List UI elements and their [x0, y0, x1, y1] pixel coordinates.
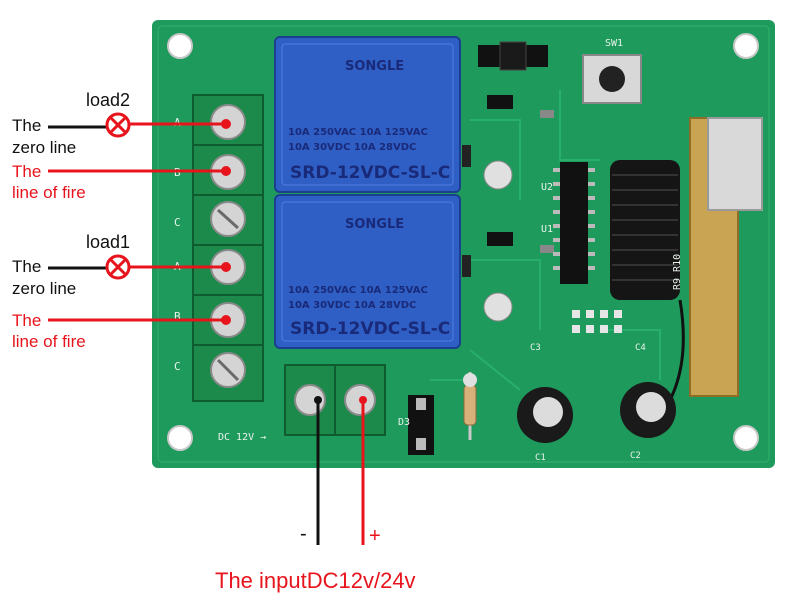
- svg-text:10A 30VDC 10A 28VDC: 10A 30VDC 10A 28VDC: [288, 142, 416, 153]
- load1-fire-line-label: line of fire: [12, 332, 86, 351]
- svg-text:10A 250VAC 10A 125VAC: 10A 250VAC 10A 125VAC: [288, 285, 428, 296]
- terminal-dividers: [193, 144, 263, 346]
- dc-minus-label: -: [300, 523, 307, 545]
- load1-zero-line-label: zero line: [12, 279, 76, 298]
- terminal-block-dc-input: [284, 364, 386, 436]
- relay-bottom: SONGLE 10A 250VAC 10A 125VAC 10A 30VDC 1…: [274, 194, 461, 349]
- load2-label: load2: [86, 90, 130, 110]
- mounting-hole: [167, 425, 193, 451]
- svg-text:SRD-12VDC-SL-C: SRD-12VDC-SL-C: [290, 319, 450, 339]
- svg-text:R9 R10: R9 R10: [672, 254, 683, 290]
- dc-plus-label: +: [369, 525, 381, 547]
- load2-fire-line-label: The: [12, 162, 41, 181]
- small-components: [462, 95, 554, 322]
- antenna-coil: [610, 160, 685, 401]
- terminal-letter: B: [174, 310, 181, 323]
- dc-minus-endpoint: [314, 396, 322, 404]
- terminal-letter: C: [174, 216, 181, 229]
- dc-plus-endpoint: [359, 396, 367, 404]
- svg-text:D3: D3: [398, 417, 410, 428]
- mounting-hole: [167, 33, 193, 59]
- jumper-header: [478, 41, 548, 71]
- load2-endpoint: [221, 119, 231, 129]
- electrolytic-capacitor-c2: C2: [620, 382, 676, 461]
- dc-voltage-label: DC 12V →: [218, 432, 266, 443]
- load1-zero-line-label: The: [12, 257, 41, 276]
- terminal-letter: C: [174, 360, 181, 373]
- mounting-hole: [733, 33, 759, 59]
- svg-text:SONGLE: SONGLE: [345, 59, 404, 74]
- pcb-border: [157, 25, 770, 463]
- load1-label: load1: [86, 232, 130, 252]
- svg-text:SRD-12VDC-SL-C: SRD-12VDC-SL-C: [290, 163, 450, 183]
- load2-fire-line-label: line of fire: [12, 183, 86, 202]
- svg-text:10A 250VAC 10A 125VAC: 10A 250VAC 10A 125VAC: [288, 127, 428, 138]
- load1-fire-endpoint: [221, 315, 231, 325]
- svg-text:C2: C2: [630, 451, 641, 461]
- push-button-sw1: SW1: [582, 38, 642, 104]
- svg-text:U2: U2: [541, 182, 553, 193]
- capacitor-label-c4: C4: [635, 343, 646, 353]
- svg-text:C1: C1: [535, 453, 546, 463]
- load2-zero-line-label: zero line: [12, 138, 76, 157]
- electrolytic-capacitor-c1: C1: [517, 387, 573, 463]
- svg-text:U1: U1: [541, 224, 553, 235]
- svg-text:SONGLE: SONGLE: [345, 217, 404, 232]
- mounting-hole: [733, 425, 759, 451]
- load1-endpoint: [221, 262, 231, 272]
- capacitor-label-c3: C3: [530, 343, 541, 353]
- svg-text:SW1: SW1: [605, 38, 623, 49]
- load2-zero-line-label: The: [12, 116, 41, 135]
- load2-fire-endpoint: [221, 166, 231, 176]
- input-caption: The inputDC12v/24v: [215, 568, 416, 593]
- ic-chips: U1 U2: [541, 162, 595, 284]
- load2-lamp-icon: [105, 112, 131, 138]
- svg-text:10A 30VDC 10A 28VDC: 10A 30VDC 10A 28VDC: [288, 300, 416, 311]
- pin-header: [572, 310, 622, 333]
- load1-lamp-icon: [105, 254, 131, 280]
- rf-module: R9 R10: [672, 117, 763, 397]
- diode-d3: D3: [398, 395, 434, 455]
- load1-fire-line-label: The: [12, 311, 41, 330]
- resistor-r1: [463, 372, 477, 440]
- relay-top: SONGLE 10A 250VAC 10A 125VAC 10A 30VDC 1…: [274, 36, 461, 193]
